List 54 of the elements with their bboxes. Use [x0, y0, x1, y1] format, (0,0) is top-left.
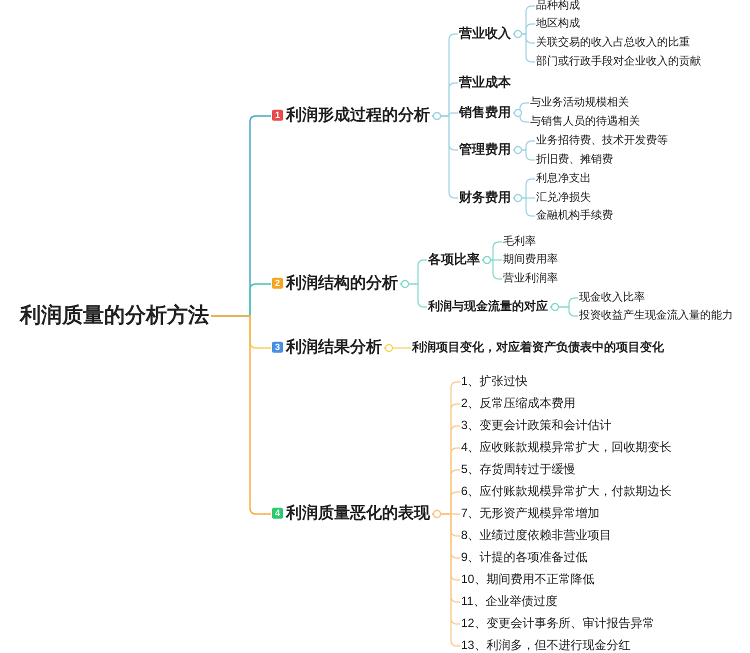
branch-line: [550, 302, 578, 317]
number-badge: 4: [272, 508, 283, 519]
detail-text: 金融机构手续费: [536, 210, 613, 222]
detail-text: 现金收入比率: [579, 292, 645, 304]
subtopic: 利润与现金流量的对应: [428, 300, 548, 314]
branch-line: [482, 256, 502, 280]
detail-text: 5、存货周转过于缓慢: [461, 463, 576, 477]
detail-text: 关联交易的收入占总收入的比重: [536, 36, 690, 50]
branch-line: [211, 315, 271, 515]
detail-text: 利息净支出: [536, 172, 591, 186]
branch-line: [384, 344, 411, 352]
detail-text: 2、反常压缩成本费用: [461, 397, 576, 411]
subtopic: 营业成本: [459, 76, 511, 90]
number-badge: 3: [272, 342, 283, 353]
topic-text: 利润质量恶化的表现: [286, 504, 430, 522]
subtopic: 销售费用: [459, 106, 511, 120]
detail-text: 1、扩张过快: [461, 375, 528, 389]
detail-text: 6、应付账款规模异常扩大，付款期边长: [461, 485, 672, 499]
branch-line: [513, 108, 529, 123]
subtopic: 利润项目变化，对应着资产负债表中的项目变化: [412, 341, 664, 355]
topic-text: 利润结果分析: [286, 338, 382, 356]
detail-text: 与业务活动规模相关: [530, 96, 629, 110]
detail-text: 毛利率: [503, 236, 536, 248]
branch-line: [513, 30, 535, 63]
number-badge: 2: [272, 278, 283, 289]
topic-text: 利润形成过程的分析: [286, 106, 430, 124]
detail-text: 4、应收账款规模异常扩大，回收期变长: [461, 441, 672, 455]
detail-text: 8、业绩过度依赖非营业项目: [461, 529, 612, 543]
detail-text: 11、企业举债过度: [461, 595, 558, 609]
detail-text: 汇兑净损失: [536, 192, 591, 204]
subtopic: 各项比率: [428, 252, 480, 268]
detail-text: 品种构成: [536, 0, 580, 12]
detail-text: 12、变更会计事务所、审计报告异常: [461, 617, 654, 631]
subtopic: 财务费用: [459, 190, 511, 206]
detail-text: 营业利润率: [503, 272, 558, 286]
detail-text: 部门或行政手段对企业收入的贡献: [536, 56, 701, 68]
subtopic: 营业收入: [459, 26, 511, 42]
topic-text: 利润结构的分析: [286, 274, 398, 292]
detail-text: 折旧费、摊销费: [536, 154, 613, 166]
detail-text: 业务招待费、技术开发费等: [536, 134, 668, 148]
branch-line: [513, 194, 535, 217]
detail-text: 7、无形资产规模异常增加: [461, 507, 600, 521]
number-badge: 1: [272, 110, 283, 121]
detail-text: 地区构成: [536, 18, 580, 30]
subtopic: 管理费用: [459, 142, 511, 158]
detail-text: 期间费用率: [503, 254, 558, 266]
detail-text: 9、计提的各项准备过低: [461, 551, 588, 565]
detail-text: 13、利润多，但不进行现金分红: [461, 639, 630, 653]
root-topic: 利润质量的分析方法: [20, 304, 209, 328]
detail-text: 与销售人员的待遇相关: [530, 116, 640, 128]
detail-text: 10、期间费用不正常降低: [461, 573, 594, 587]
branch-line: [513, 146, 535, 161]
detail-text: 3、变更会计政策和会计估计: [461, 419, 612, 433]
detail-text: 投资收益产生现金流入量的能力: [579, 310, 733, 322]
